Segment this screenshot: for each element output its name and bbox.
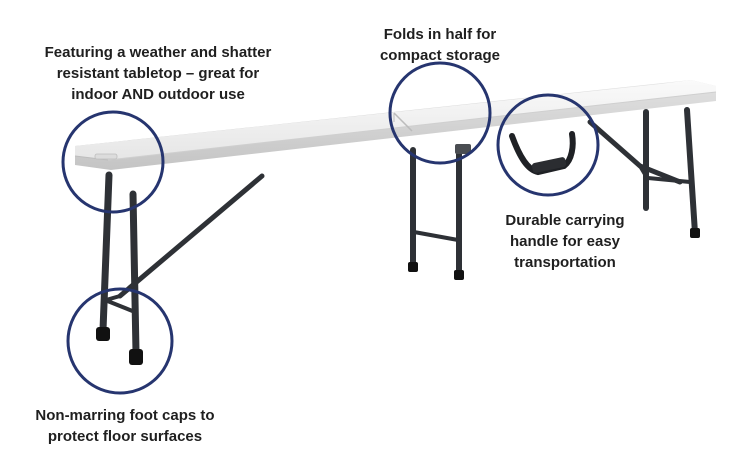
callout-feet-line-2: protect floor surfaces: [47, 428, 203, 445]
callout-handle: Durable carrying handle for easy transpo…: [470, 210, 660, 273]
highlight-circle-tabletop: [61, 110, 165, 214]
highlight-circle-handle: [496, 93, 600, 197]
callout-fold-line-2: compact storage: [379, 47, 501, 64]
bench-top: [74, 80, 717, 170]
callout-fold-line-1: Folds in half for: [383, 26, 497, 43]
highlight-circles: [61, 61, 600, 395]
carrying-handle-assembly: [509, 119, 683, 185]
callout-tabletop-line-2: resistant tabletop – great for: [56, 65, 260, 82]
callout-handle-line-3: transportation: [514, 254, 616, 271]
front-left-legs: [96, 171, 265, 365]
highlight-circle-fold: [388, 61, 492, 165]
callout-handle-line-1: Durable carrying: [505, 212, 625, 229]
callout-tabletop: Featuring a weather and shatter resistan…: [18, 42, 298, 105]
highlight-circle-feet: [66, 287, 174, 395]
callout-feet: Non-marring foot caps to protect floor s…: [10, 405, 240, 447]
callout-feet-line-1: Non-marring foot caps to: [35, 407, 215, 424]
callout-tabletop-line-1: Featuring a weather and shatter: [44, 44, 272, 61]
callout-fold: Folds in half for compact storage: [350, 24, 530, 66]
callout-tabletop-line-3: indoor AND outdoor use: [71, 86, 245, 103]
callout-handle-line-2: handle for easy: [509, 233, 621, 250]
